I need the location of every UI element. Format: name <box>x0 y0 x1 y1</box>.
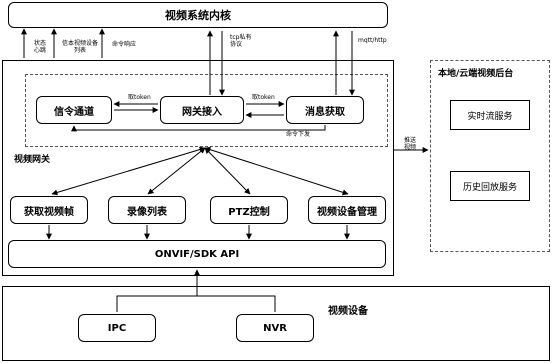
onvif-sdk-api-box: ONVIF/SDK API <box>8 240 386 268</box>
message-fetch-label: 消息获取 <box>305 106 345 118</box>
fetch-frames-label: 获取视频帧 <box>24 206 74 218</box>
recording-list-box: 录像列表 <box>108 196 186 224</box>
ptz-control-label: PTZ控制 <box>228 206 270 218</box>
ptz-control-box: PTZ控制 <box>210 196 288 224</box>
backend-frame <box>430 60 550 252</box>
video-kernel-title: 视频系统内核 <box>165 9 231 22</box>
signal-channel-label: 信令通道 <box>54 106 94 118</box>
message-fetch-box: 消息获取 <box>286 96 364 124</box>
signal-channel-box: 信令通道 <box>36 96 112 124</box>
video-gateway-frame <box>2 60 394 276</box>
get-token-right-label: 取token <box>252 94 275 101</box>
playback-service-label: 历史回放服务 <box>462 182 517 193</box>
recording-list-label: 录像列表 <box>127 206 167 218</box>
status-heartbeat-label: 状态 心跳 <box>34 40 47 54</box>
mqtt-http-label: mqtt/http <box>358 37 387 44</box>
nvr-box: NVR <box>236 314 314 342</box>
backend-title: 本地/云端视频后台 <box>438 69 514 79</box>
realtime-service-label: 实时流服务 <box>467 111 513 122</box>
video-devices-title: 视频设备 <box>328 306 368 317</box>
command-issue-label: 命令下发 <box>286 131 311 138</box>
push-video-label: 推送 视频 <box>404 137 417 151</box>
gateway-access-box: 网关接入 <box>160 96 244 124</box>
ipc-label: IPC <box>107 322 127 334</box>
gateway-core-dashed-frame <box>25 74 388 147</box>
realtime-service-box: 实时流服务 <box>450 100 530 130</box>
video-kernel-box: 视频系统内核 <box>8 2 388 28</box>
video-gateway-title: 视频网关 <box>14 155 51 165</box>
tcp-protocol-label: tcp私有 协议 <box>230 34 252 48</box>
command-response-label: 命令响应 <box>112 41 137 48</box>
device-management-box: 视频设备管理 <box>308 196 386 224</box>
fetch-frames-box: 获取视频帧 <box>10 196 88 224</box>
onvif-sdk-api-label: ONVIF/SDK API <box>154 248 240 260</box>
playback-service-box: 历史回放服务 <box>450 171 530 201</box>
device-list-label: 信本视频设备 列表 <box>62 40 99 54</box>
ipc-box: IPC <box>78 314 156 342</box>
video-devices-frame <box>2 286 550 361</box>
gateway-access-label: 网关接入 <box>182 106 222 118</box>
device-management-label: 视频设备管理 <box>317 206 377 218</box>
get-token-left-label: 取token <box>128 94 151 101</box>
nvr-label: NVR <box>263 322 287 334</box>
